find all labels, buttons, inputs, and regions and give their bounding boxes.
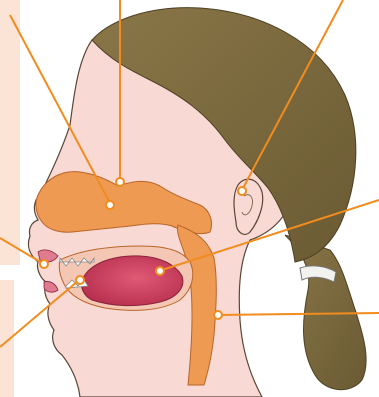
marker-nasal-floor <box>106 201 114 209</box>
marker-throat <box>214 311 222 319</box>
marker-ear <box>238 187 246 195</box>
marker-lips <box>40 260 48 268</box>
side-panel-upper <box>0 0 20 265</box>
side-panel-lower <box>0 280 14 397</box>
marker-pharynx <box>156 267 164 275</box>
marker-teeth <box>76 276 84 284</box>
marker-nasal-upper <box>116 178 124 186</box>
